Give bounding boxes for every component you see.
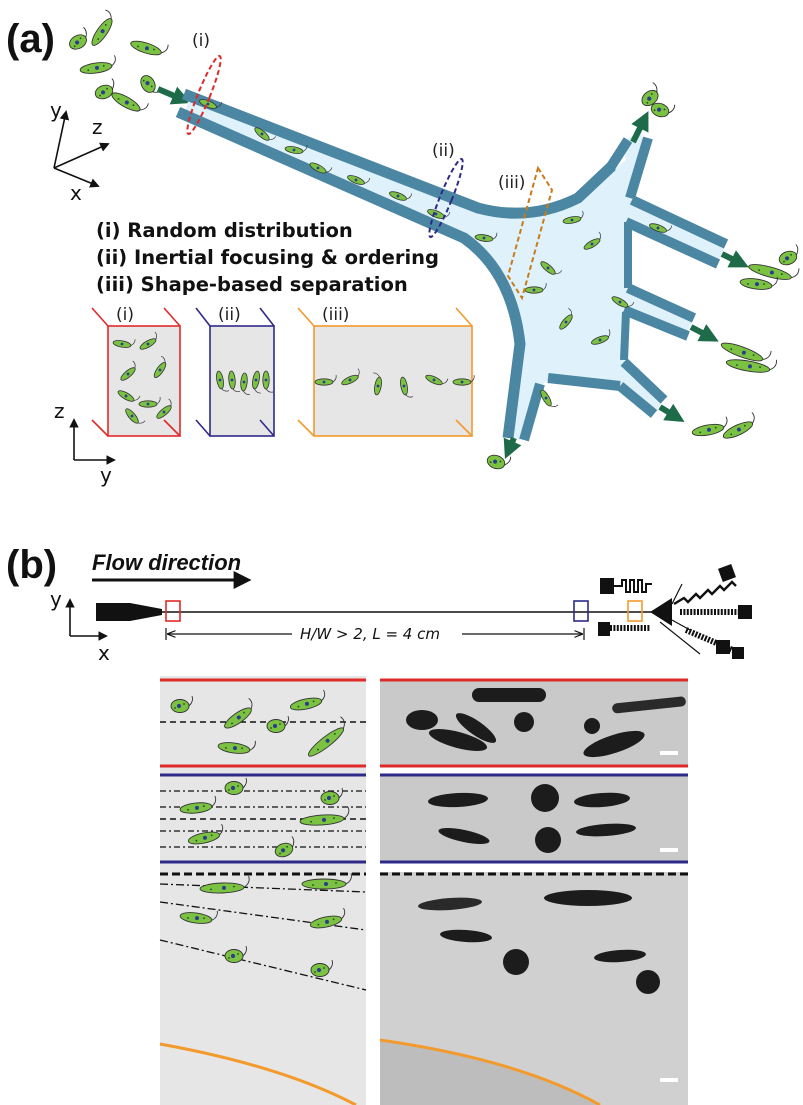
region-label-iii: (iii) — [498, 173, 525, 193]
cross-section-markers — [186, 54, 554, 301]
micrograph-region-ii — [380, 773, 688, 864]
axis3d-z-label: z — [92, 115, 103, 139]
flow-direction-label: Flow direction — [92, 550, 241, 575]
axis3d-x-label: x — [70, 181, 82, 205]
device-schematic — [96, 564, 752, 659]
cross-section-box-i — [91, 307, 181, 437]
panel-b-letter: (b) — [6, 543, 57, 587]
axis-b-y-label: y — [50, 587, 62, 611]
box-label-i: (i) — [116, 305, 134, 325]
cross-section-box-iii — [297, 307, 475, 437]
axes-3d — [53, 110, 110, 188]
incoming-cells — [64, 8, 170, 118]
outlet-arrows — [503, 111, 749, 460]
axis-b-x-label: x — [98, 641, 110, 665]
inlet-arrow — [156, 86, 192, 105]
axis2d-z-label: z — [54, 399, 65, 423]
axes-b — [65, 598, 108, 641]
micrograph-region-i — [380, 678, 688, 768]
panel-a-letter: (a) — [6, 17, 55, 61]
legend-item-ii: (ii) Inertial focusing & ordering — [96, 246, 439, 269]
region-label-ii: (ii) — [432, 141, 455, 161]
schematic-region-i — [160, 678, 366, 768]
region-label-i: (i) — [192, 31, 210, 51]
cross-section-box-ii — [195, 307, 275, 437]
micrograph-region-iii — [379, 872, 688, 1105]
axes-2d — [69, 418, 116, 465]
axis3d-y-label: y — [50, 98, 62, 122]
legend-item-i: (i) Random distribution — [96, 219, 353, 242]
microchannel — [175, 88, 729, 442]
schematic-region-iii — [159, 872, 367, 1105]
axis2d-y-label: y — [100, 463, 112, 487]
dimension-label: H/W > 2, L = 4 cm — [300, 625, 440, 643]
box-label-ii: (ii) — [218, 305, 241, 325]
box-label-iii: (iii) — [322, 305, 349, 325]
legend-item-iii: (iii) Shape-based separation — [96, 273, 408, 296]
schematic-region-ii — [160, 773, 366, 864]
